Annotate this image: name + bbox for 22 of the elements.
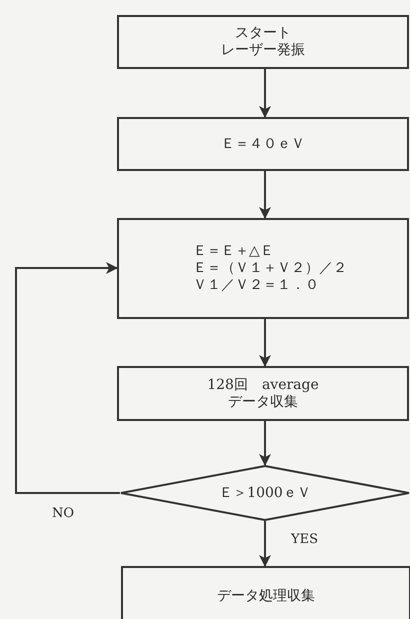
- step-text: Ｅ＞1000ｅＶ: [219, 484, 311, 502]
- process-box: [117, 218, 409, 319]
- process-box: [117, 15, 409, 69]
- step-text: スタート: [235, 25, 291, 42]
- step-text: Ｖ１／Ｖ２＝１．０: [193, 277, 319, 294]
- process-box: [117, 117, 409, 171]
- arrow: [259, 69, 271, 118]
- process-box: [117, 366, 409, 421]
- process-box: [121, 566, 410, 619]
- step-text: Ｅ＝Ｅ＋△Ｅ: [193, 243, 274, 260]
- arrow: [259, 421, 271, 466]
- arrow: [259, 171, 271, 219]
- arrow: [259, 319, 271, 367]
- step-text: レーザー発振: [221, 42, 305, 59]
- step-text: 128回 average: [207, 376, 319, 394]
- decision-diamond: [120, 465, 410, 521]
- arrow: [15, 262, 120, 494]
- step-text: データ処理収集: [217, 588, 315, 604]
- step-text: Ｅ＝（Ｖ１＋Ｖ２）／２: [193, 260, 347, 277]
- step-text: データ収集: [228, 394, 298, 410]
- step-text: Ｅ＝４０ｅＶ: [221, 136, 305, 152]
- arrow: [259, 521, 271, 567]
